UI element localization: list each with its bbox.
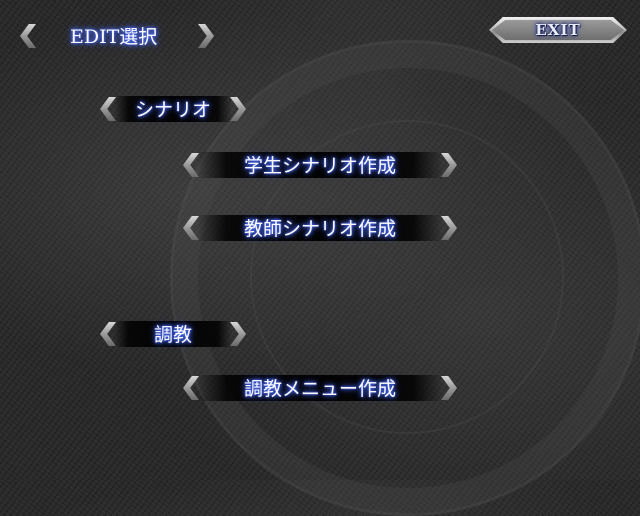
button-bar <box>197 215 443 241</box>
student-scenario-create-label: 学生シナリオ作成 <box>243 155 396 177</box>
prev-arrow-icon[interactable] <box>20 24 36 48</box>
training-category-label: 調教 <box>153 324 192 346</box>
teacher-scenario-create-button[interactable]: 教師シナリオ作成 <box>183 214 457 242</box>
scenario-category-label: シナリオ <box>134 99 211 121</box>
exit-button-label: EXIT <box>535 21 581 39</box>
button-bar <box>197 152 443 178</box>
scenario-category-button[interactable]: シナリオ <box>100 95 246 123</box>
student-scenario-create-button[interactable]: 学生シナリオ作成 <box>183 151 457 179</box>
training-menu-create-label: 調教メニュー作成 <box>243 378 396 400</box>
button-bar <box>114 321 232 347</box>
button-bar <box>114 96 232 122</box>
exit-button[interactable]: EXIT <box>489 17 627 43</box>
page-title: EDIT選択 <box>70 26 158 48</box>
next-arrow-icon[interactable] <box>198 24 214 48</box>
teacher-scenario-create-label: 教師シナリオ作成 <box>243 218 396 240</box>
button-bar <box>197 375 443 401</box>
training-menu-create-button[interactable]: 調教メニュー作成 <box>183 374 457 402</box>
training-category-button[interactable]: 調教 <box>100 320 246 348</box>
exit-button-face <box>492 20 624 40</box>
